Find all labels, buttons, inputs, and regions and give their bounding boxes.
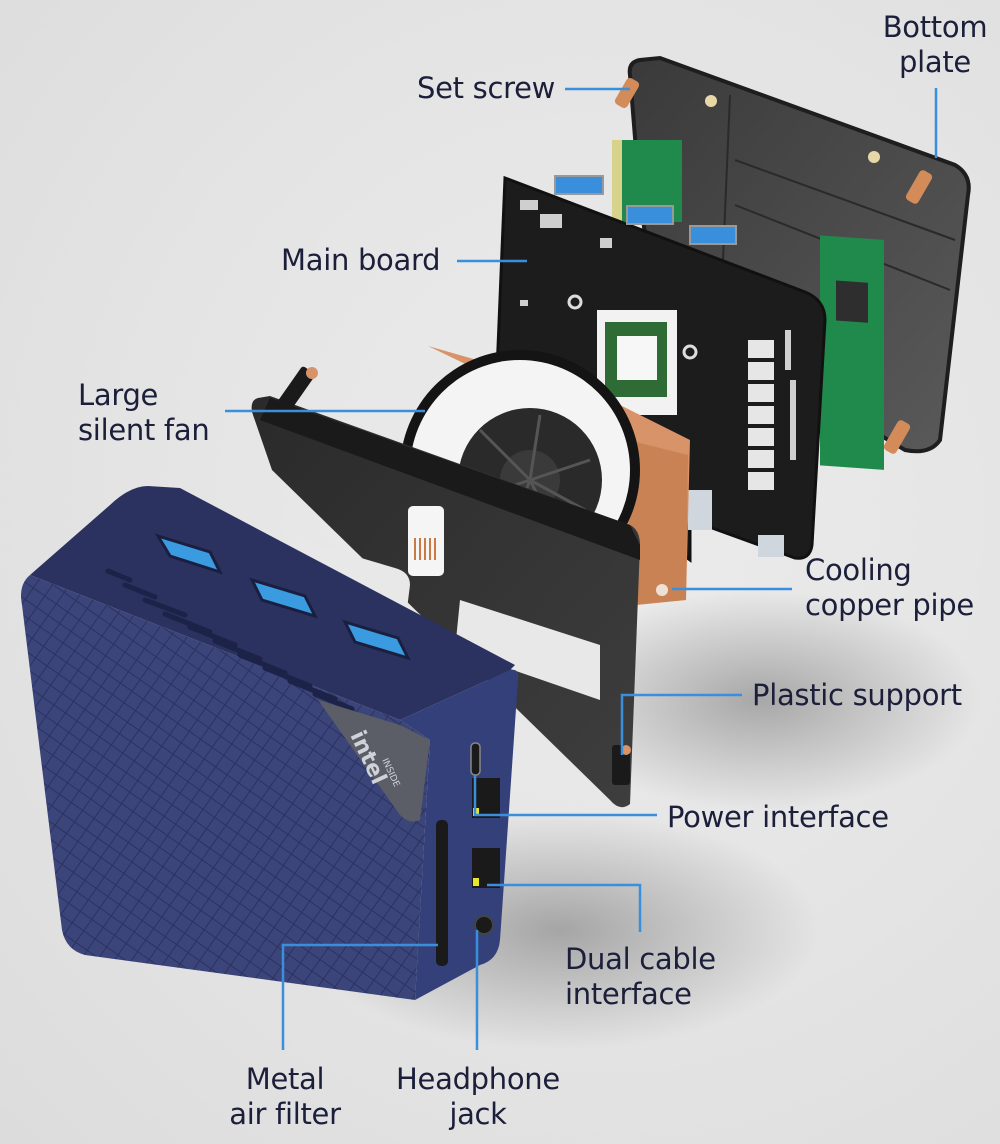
- label-power-interface: Power interface: [667, 800, 889, 834]
- callout-line-power-interface: [473, 775, 657, 817]
- set-screw-right: [905, 170, 933, 204]
- usb-c-port: [470, 742, 481, 776]
- label-headphone-jack: Headphone jack: [396, 1062, 560, 1131]
- label-main-board: Main board: [281, 243, 441, 277]
- callout-lines: [225, 87, 938, 1050]
- intel-badge: [318, 700, 430, 822]
- set-screw-top: [614, 77, 640, 109]
- label-set-screw: Set screw: [417, 71, 556, 105]
- callout-line-plastic-support: [620, 693, 742, 755]
- shadow-panels: [540, 590, 980, 810]
- callout-line-dual-cable-interface: [487, 883, 642, 932]
- bottom-plate: [612, 55, 971, 470]
- plastic-support-bottom: [612, 745, 630, 785]
- label-cooling-copper-pipe: Cooling copper pipe: [805, 553, 974, 622]
- label-large-silent-fan: Large silent fan: [78, 378, 210, 447]
- label-bottom-plate: Bottom plate: [882, 10, 988, 79]
- ram-module: [820, 235, 884, 470]
- front-case: intel INSIDE: [21, 486, 519, 1000]
- label-plastic-support: Plastic support: [752, 678, 962, 712]
- metal-air-filter: [436, 820, 448, 966]
- callout-line-metal-air-filter: [281, 943, 438, 1050]
- plastic-support-top: [277, 366, 315, 412]
- headphone-jack-port: [474, 915, 494, 935]
- set-screw-bottom: [883, 420, 911, 454]
- fan-panel: [251, 366, 640, 808]
- label-metal-air-filter: Metal air filter: [229, 1062, 341, 1131]
- vent-slots: [105, 568, 355, 712]
- label-dual-cable-interface: Dual cable interface: [565, 942, 716, 1011]
- usb-ports: [154, 533, 411, 661]
